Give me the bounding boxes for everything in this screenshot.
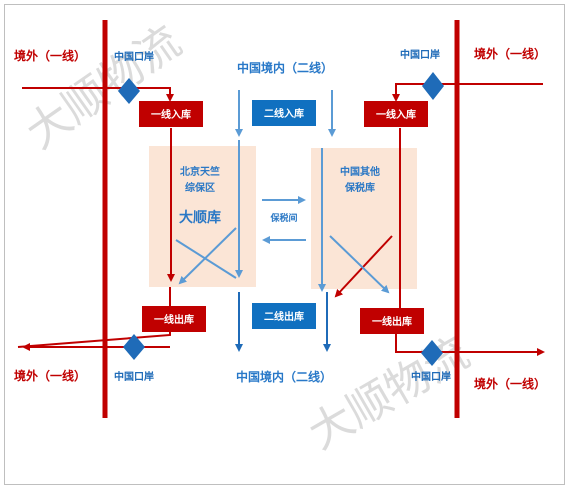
flow-left-outgoing-path [17, 287, 171, 348]
label-bonded-transfer: 保税间 [269, 212, 297, 224]
label-port-left-bottom: 中国口岸 [114, 370, 154, 383]
label-port-right-top: 中国口岸 [400, 48, 440, 61]
box-mid-in-label: 二线入库 [264, 107, 304, 120]
zone-right-line2: 保税库 [344, 181, 375, 194]
label-outside-left-top: 境外（一线） [14, 48, 86, 63]
flow-left-blue-diag-b [178, 227, 237, 285]
label-port-left-top: 中国口岸 [114, 50, 154, 63]
label-outside-left-bottom: 境外（一线） [14, 368, 86, 383]
zone-right-line1: 中国其他 [340, 165, 380, 178]
flow-left-incoming [22, 87, 174, 102]
flow-left-blue-diag-a [175, 239, 237, 279]
zone-left-name: 大顺库 [179, 209, 221, 226]
flow-right-blue-diag [329, 235, 390, 294]
zone-left-line1: 北京天竺 [180, 165, 220, 178]
box-mid-out-label: 二线出库 [264, 310, 304, 323]
box-left-in-label: 一线入库 [151, 108, 191, 121]
zone-left-line2: 综保区 [185, 181, 215, 194]
port-diamond-left-top [118, 78, 140, 104]
flow-right-incoming [392, 83, 543, 102]
port-diamond-right-bottom [421, 340, 443, 366]
flow-right-diagonal [334, 235, 393, 298]
box-right-out-label: 一线出库 [372, 315, 412, 328]
label-port-right-bottom: 中国口岸 [411, 370, 451, 383]
port-diamond-right-top [422, 72, 444, 100]
box-mid-in [252, 100, 316, 126]
port-diamond-left-bottom [123, 334, 145, 360]
box-right-in-label: 一线入库 [376, 108, 416, 121]
box-right-out [360, 308, 424, 334]
box-mid-out [252, 303, 316, 329]
label-outside-right-top: 境外（一线） [474, 46, 546, 61]
box-left-out-label: 一线出库 [154, 313, 194, 326]
box-right-in [364, 101, 428, 127]
label-domestic-top: 中国境内（二线） [237, 60, 333, 75]
label-domestic-bottom: 中国境内（二线） [236, 369, 332, 384]
label-outside-right-bottom: 境外（一线） [474, 376, 546, 391]
box-left-in [139, 101, 203, 127]
box-left-out [142, 306, 206, 332]
